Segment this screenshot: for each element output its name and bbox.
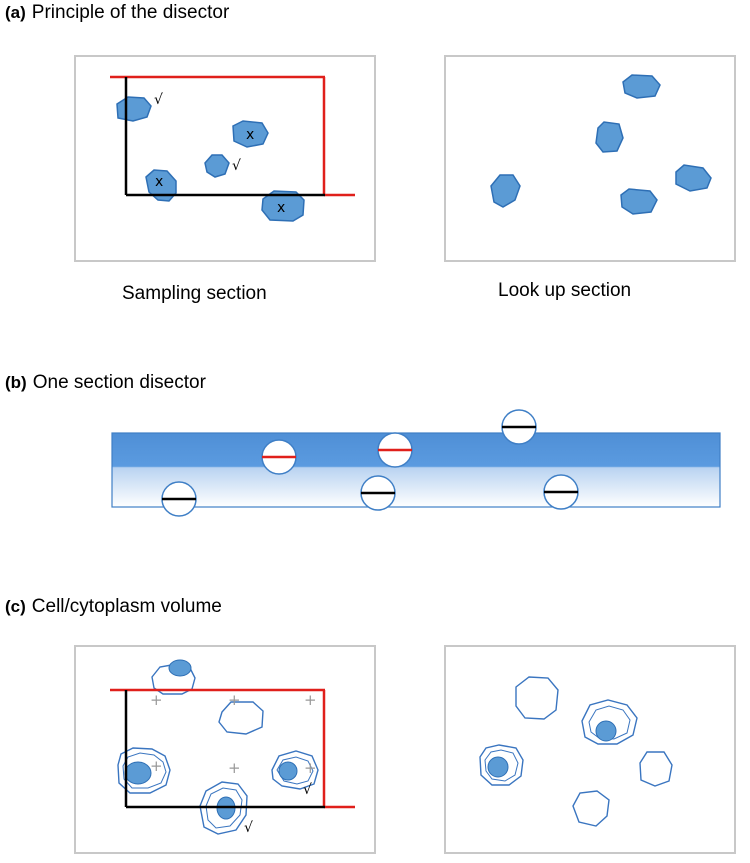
excluded-mark: x (277, 200, 285, 216)
panel-b-title: One section disector (32, 372, 206, 393)
panel-b-heading: (b) One section disector (5, 372, 206, 394)
counted-mark: √ (232, 158, 241, 174)
particle (204, 154, 230, 178)
one-section-disector (111, 409, 721, 517)
counted-mark: √ (303, 782, 312, 798)
particle-circle (377, 432, 413, 468)
panel-a-tag: (a) (5, 3, 26, 22)
cell-outline (479, 744, 524, 786)
cell-outline (581, 699, 638, 745)
excluded-mark: x (155, 174, 163, 190)
grid-point: + (150, 691, 163, 709)
panel-b-tag: (b) (5, 373, 27, 392)
nucleus (487, 756, 509, 778)
nucleus (278, 761, 298, 781)
grid-point: + (304, 759, 317, 777)
panel-c-title: Cell/cytoplasm volume (31, 596, 222, 617)
particle (232, 120, 269, 148)
cell-outline (515, 676, 559, 720)
panel-c-tag: (c) (5, 597, 26, 616)
cell-outline-inner (122, 752, 167, 789)
particle (595, 121, 624, 153)
cell-outline-inner (588, 705, 631, 740)
cell-outline (218, 701, 264, 735)
sampling-section-panel: √ x √ x x (74, 55, 376, 262)
nucleus (124, 761, 152, 785)
counted-mark: √ (154, 92, 163, 108)
particle (490, 174, 521, 208)
particle (675, 164, 712, 192)
particle (116, 96, 152, 122)
panel-c-heading: (c) Cell/cytoplasm volume (5, 596, 222, 618)
grid-point: + (150, 757, 163, 775)
counted-mark: √ (244, 820, 253, 836)
particle-circle (501, 409, 537, 445)
particle-circle (543, 474, 579, 510)
look-up-section-caption: Look up section (498, 280, 632, 301)
section-slab (111, 432, 721, 508)
cell-outline-inner (484, 749, 519, 782)
cell-outline (572, 790, 610, 827)
cell-outline (639, 751, 673, 787)
grid-point: + (228, 691, 241, 709)
particle (620, 188, 658, 215)
grid-point: + (228, 759, 241, 777)
nucleus (595, 720, 617, 742)
particle (261, 190, 305, 222)
panel-a-title: Principle of the disector (31, 2, 230, 23)
cell-outline (271, 750, 319, 790)
cell-outline (199, 781, 248, 835)
cell-outline-inner (276, 756, 314, 785)
sampling-section-caption: Sampling section (122, 283, 267, 304)
nucleus (168, 659, 192, 677)
excluded-mark: x (246, 127, 254, 143)
grid-point: + (304, 691, 317, 709)
look-up-section-panel (444, 55, 736, 262)
cell-volume-sampling-panel: + + + + + + √ √ (74, 645, 376, 854)
particle-circle (261, 439, 297, 475)
particle-circle (360, 475, 396, 511)
particle (622, 74, 661, 99)
panel-a-heading: (a) Principle of the disector (5, 2, 229, 24)
particle-circle (161, 481, 197, 517)
cell-volume-lookup-panel (444, 645, 736, 854)
